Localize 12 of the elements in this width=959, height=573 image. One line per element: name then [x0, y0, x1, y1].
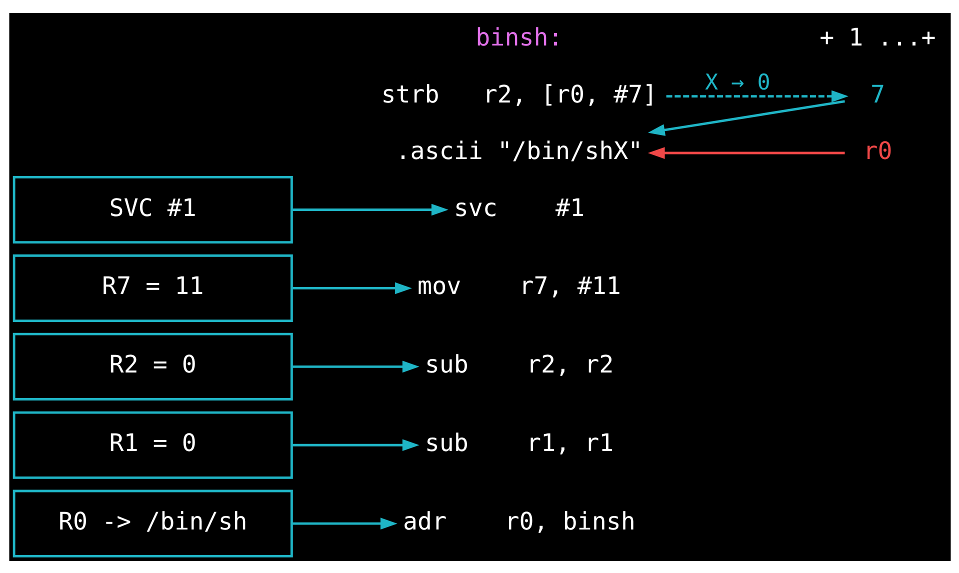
- node-text: mov r7, #11: [417, 272, 620, 300]
- node-text: sub r2, r2: [424, 350, 614, 378]
- node-text: adr r0, binsh: [402, 507, 635, 536]
- node-text: .ascii "/bin/shX": [395, 136, 642, 165]
- node-text: binsh:: [475, 23, 562, 52]
- node-text: r0: [862, 136, 892, 165]
- edge-label: X → 0: [704, 70, 770, 96]
- node-text: svc #1: [453, 193, 584, 222]
- node-text: strb r2, [r0, #7]: [380, 80, 657, 108]
- label: + 1 ...+: [819, 23, 936, 52]
- node-text: 7: [870, 80, 884, 108]
- node-text: sub r1, r1: [424, 428, 614, 457]
